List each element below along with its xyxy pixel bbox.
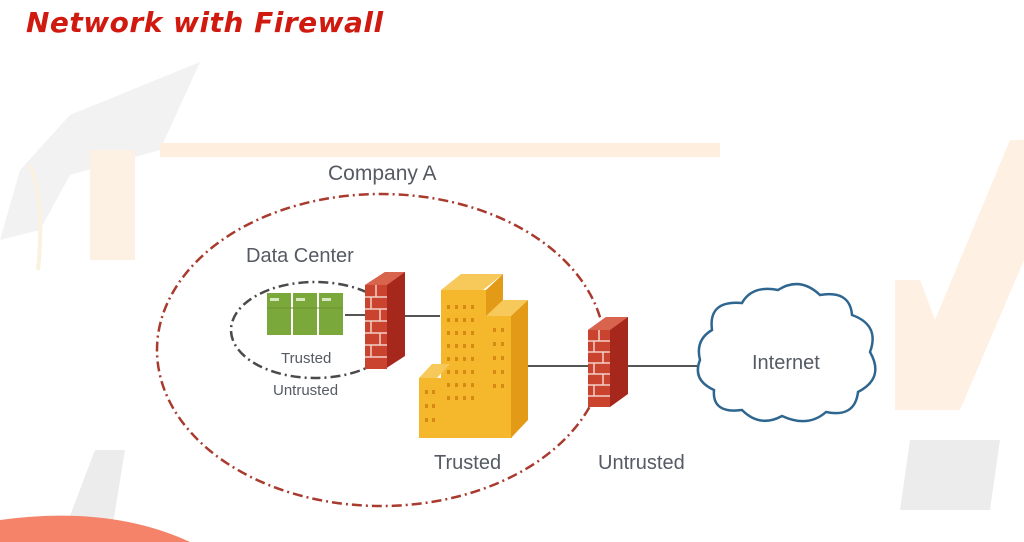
watermark-letters bbox=[60, 440, 1000, 542]
building-trusted-label: Trusted bbox=[434, 452, 502, 474]
bottom-swoosh bbox=[0, 515, 190, 542]
building-icon bbox=[419, 274, 528, 438]
outside-untrusted-label: Untrusted bbox=[598, 452, 685, 474]
datacenter-trusted-label: Trusted bbox=[281, 350, 332, 367]
watermark-band bbox=[160, 143, 720, 157]
checkmark-watermark-icon bbox=[895, 140, 1024, 410]
server-rack-icon bbox=[267, 293, 343, 335]
datacenter-untrusted-label: Untrusted bbox=[273, 382, 339, 399]
internet-label: Internet bbox=[752, 352, 820, 374]
internet-cloud-icon bbox=[696, 282, 877, 423]
watermark-block bbox=[90, 150, 135, 260]
data-center-label: Data Center bbox=[246, 245, 354, 267]
firewall-icon bbox=[365, 272, 405, 369]
firewall-icon bbox=[588, 317, 628, 407]
building-windows bbox=[425, 305, 504, 422]
slide-title: Network with Firewall bbox=[26, 6, 384, 39]
company-label: Company A bbox=[328, 162, 437, 185]
